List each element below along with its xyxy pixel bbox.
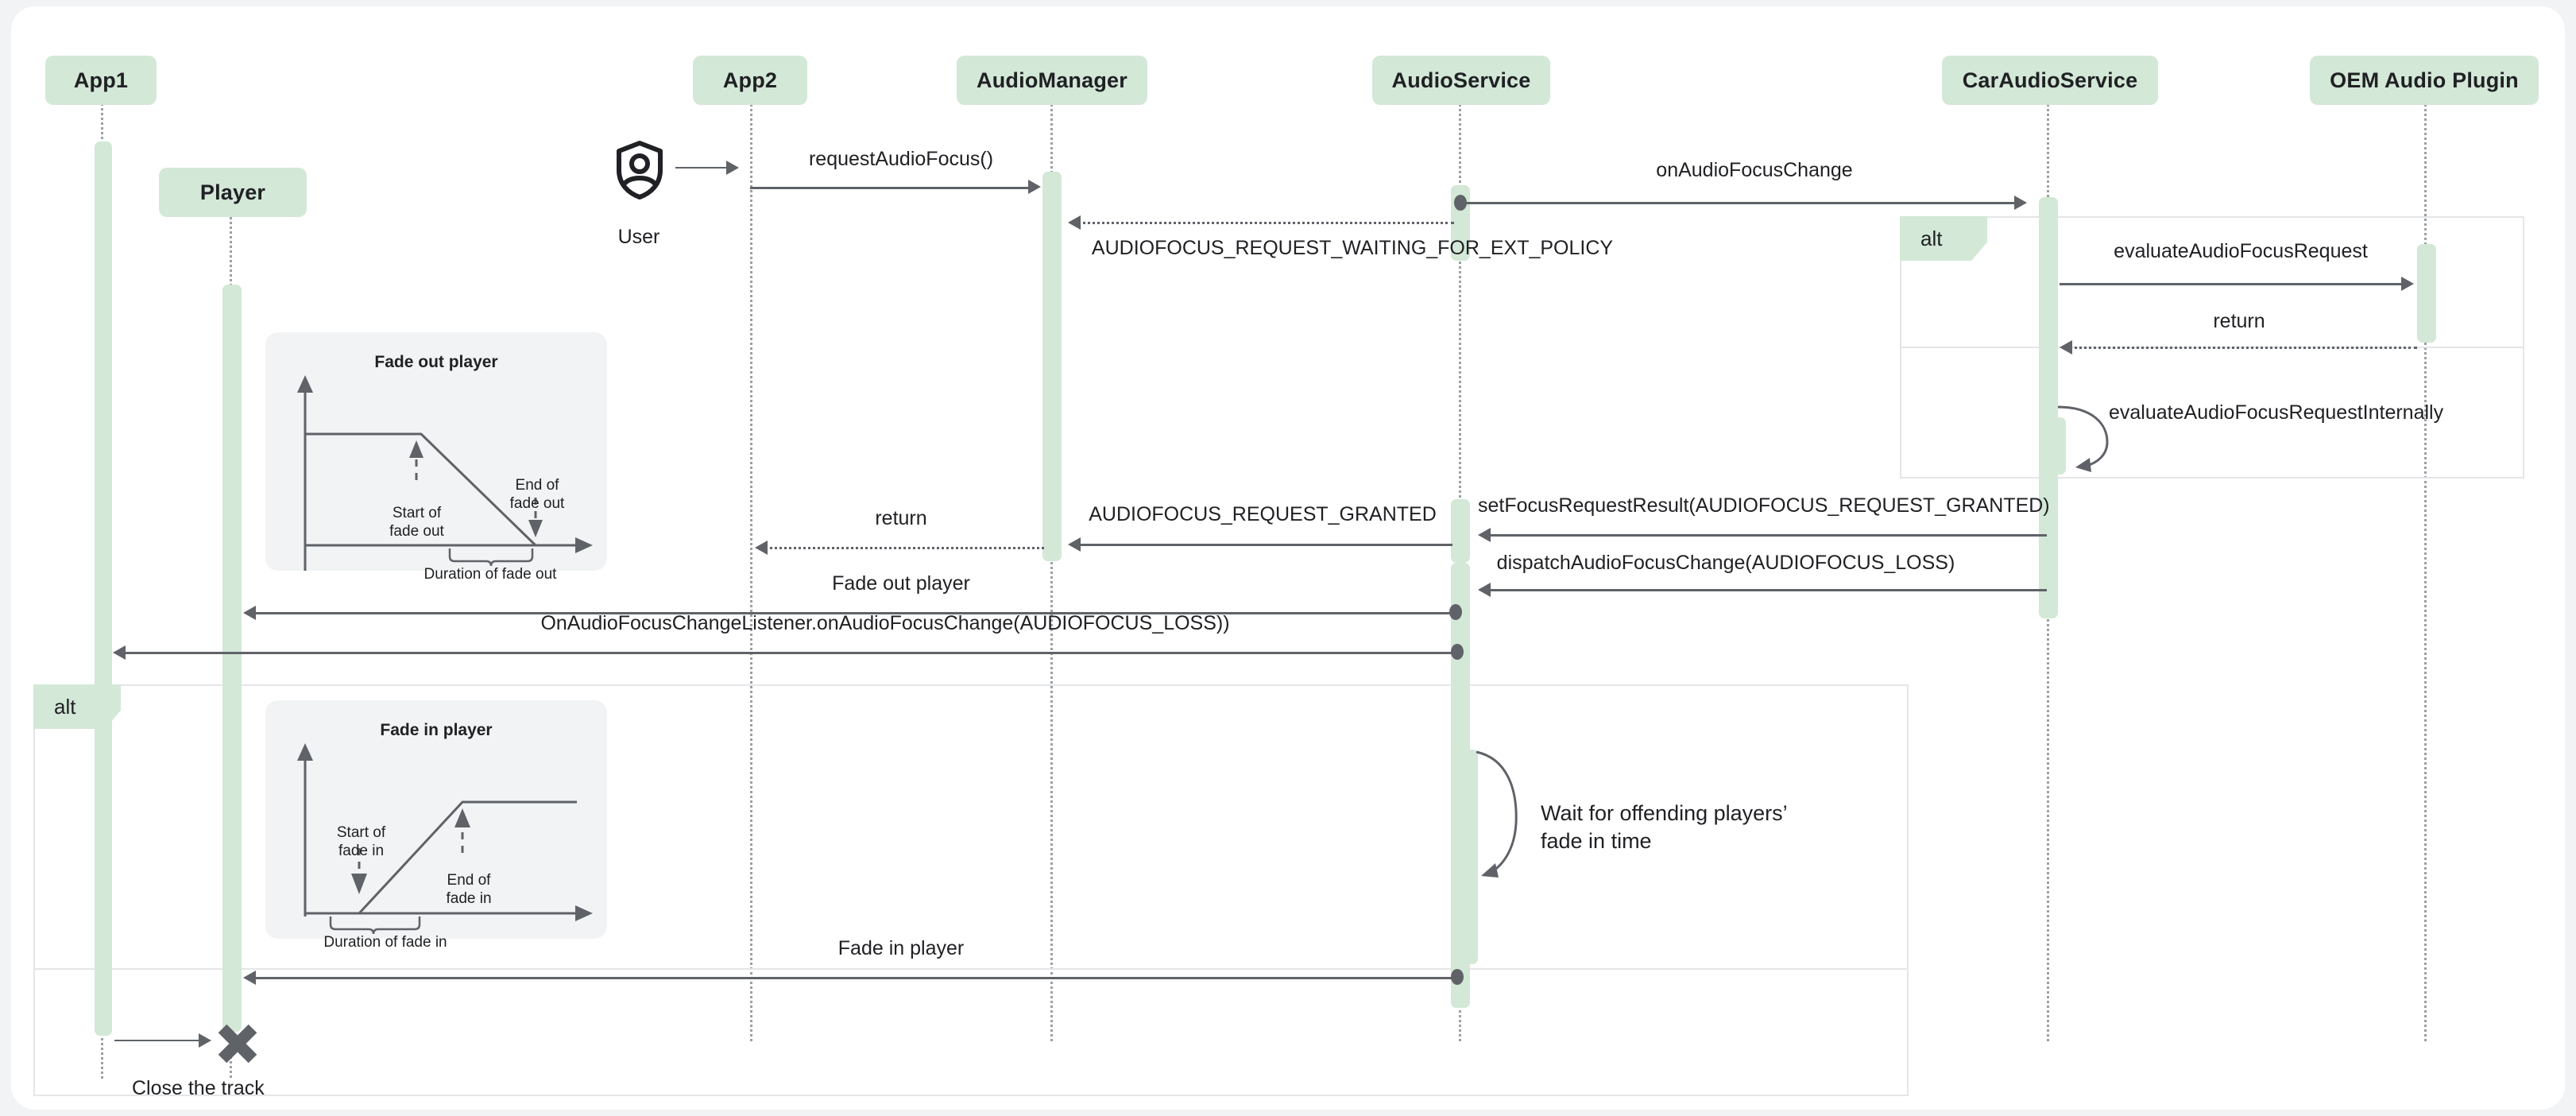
participant-app1[interactable]: App1 bbox=[45, 56, 157, 105]
activation-audioservice-2 bbox=[1451, 499, 1470, 563]
participant-caraudioservice[interactable]: CarAudioService bbox=[1942, 56, 2158, 105]
alt-left-divider bbox=[33, 968, 1909, 970]
msg-onaudiofocuschangelistener-line bbox=[122, 652, 1459, 654]
activation-player bbox=[222, 285, 242, 1032]
msg-evaluate-internally-label: evaluateAudioFocusRequestInternally bbox=[2109, 401, 2444, 424]
selfcall-wait-label: Wait for offending players’ fade in time bbox=[1541, 801, 1788, 854]
msg-return-oem-line bbox=[2069, 347, 2417, 349]
msg-fadeoutplayer-origin-dot bbox=[1449, 604, 1462, 620]
msg-fadeinplayer-arrowhead bbox=[243, 971, 256, 985]
activation-audiomanager bbox=[1042, 172, 1062, 561]
msg-fadeinplayer-label: Fade in player bbox=[837, 937, 965, 959]
lifeline-oemplugin bbox=[2424, 56, 2427, 1041]
msg-setfocusrequestresult-line bbox=[1489, 534, 2047, 537]
user-shield-icon bbox=[615, 140, 664, 200]
msg-user-to-app2-line bbox=[675, 167, 731, 169]
participant-player[interactable]: Player bbox=[159, 168, 307, 217]
msg-return-audiomanager-arrowhead bbox=[755, 541, 768, 555]
msg-setfocusrequestresult-arrowhead bbox=[1478, 528, 1491, 542]
note-fade-out-duration-label: Duration of fade out bbox=[424, 566, 557, 583]
activation-audioservice-4 bbox=[1459, 750, 1478, 964]
msg-requestaudiofocus-label: requestAudioFocus() bbox=[808, 148, 994, 170]
msg-onaudiofocuschange-arrowhead bbox=[2014, 196, 2027, 210]
msg-audiofocus-granted-arrowhead bbox=[1068, 537, 1081, 552]
msg-dispatchaudiofocuschange-label: dispatchAudioFocusChange(AUDIOFOCUS_LOSS… bbox=[1496, 552, 1955, 574]
msg-return-oem-arrowhead bbox=[2060, 340, 2072, 355]
msg-onaudiofocuschangelistener-label: OnAudioFocusChangeListener.onAudioFocusC… bbox=[540, 612, 1230, 634]
msg-requestaudiofocus-arrowhead bbox=[1028, 180, 1041, 194]
user-label: User bbox=[617, 226, 660, 248]
msg-waiting-ext-policy-line bbox=[1077, 222, 1454, 224]
note-fade-in-title: Fade in player bbox=[380, 721, 493, 739]
msg-onaudiofocuschange-line bbox=[1460, 202, 2017, 204]
msg-evaluateaudiofocusrequest-arrowhead bbox=[2401, 277, 2414, 291]
selfcall-wait-arrow bbox=[1472, 747, 1540, 884]
msg-fadeoutplayer-arrowhead bbox=[243, 606, 256, 620]
msg-closetrack-arrowhead bbox=[199, 1033, 211, 1048]
participant-oemplugin-label: OEM Audio Plugin bbox=[2330, 68, 2519, 92]
msg-requestaudiofocus-line bbox=[750, 187, 1030, 189]
participant-audiomanager-label: AudioManager bbox=[977, 68, 1127, 92]
participant-player-label: Player bbox=[199, 180, 266, 204]
msg-audiofocus-granted-label: AUDIOFOCUS_REQUEST_GRANTED bbox=[1089, 503, 1437, 525]
note-fade-out-end-label: End of fade out bbox=[509, 477, 565, 513]
participant-audioservice-label: AudioService bbox=[1391, 68, 1531, 92]
participant-audiomanager[interactable]: AudioManager bbox=[957, 56, 1147, 105]
msg-audiofocus-granted-line bbox=[1077, 544, 1452, 546]
msg-setfocusrequestresult-label: setFocusRequestResult(AUDIOFOCUS_REQUEST… bbox=[1478, 494, 2050, 517]
msg-waiting-ext-policy-label: AUDIOFOCUS_REQUEST_WAITING_FOR_EXT_POLIC… bbox=[1091, 237, 1614, 259]
msg-onaudiofocuschangelistener-arrowhead bbox=[113, 645, 126, 660]
msg-closetrack-line bbox=[114, 1040, 202, 1041]
msg-dispatchaudiofocuschange-line bbox=[1489, 589, 2047, 591]
msg-waiting-ext-policy-arrowhead bbox=[1068, 215, 1081, 230]
msg-return-audiomanager-label: return bbox=[875, 507, 927, 529]
msg-onaudiofocuschangelistener-origin-dot bbox=[1451, 644, 1464, 660]
msg-evaluateaudiofocusrequest-line bbox=[2060, 283, 2403, 285]
msg-evaluate-internally-selfarrow bbox=[2055, 402, 2142, 474]
participant-caraudioservice-label: CarAudioService bbox=[1962, 68, 2138, 92]
note-fade-in-player: Fade in player Start bbox=[265, 700, 607, 951]
msg-fadeinplayer-line bbox=[253, 977, 1456, 979]
participant-oemplugin[interactable]: OEM Audio Plugin bbox=[2310, 56, 2539, 105]
note-fade-out-player: Fade out player Star bbox=[265, 332, 607, 583]
note-fade-out-start-label: Start of fade out bbox=[389, 505, 444, 541]
msg-evaluateaudiofocusrequest-label: evaluateAudioFocusRequest bbox=[2114, 240, 2368, 262]
note-fade-in-end-label: End of fade in bbox=[446, 872, 492, 908]
msg-fadeoutplayer-line bbox=[253, 612, 1454, 614]
activation-oemplugin bbox=[2417, 244, 2436, 343]
participant-app1-label: App1 bbox=[73, 68, 129, 92]
activation-caraudioservice-self bbox=[2047, 417, 2066, 475]
participant-app2-label: App2 bbox=[722, 68, 778, 92]
alt-left-label: alt bbox=[54, 694, 76, 719]
msg-dispatchaudiofocuschange-arrowhead bbox=[1478, 583, 1491, 597]
msg-onaudiofocuschange-label: onAudioFocusChange bbox=[1656, 159, 1853, 181]
note-fade-in-duration-label: Duration of fade in bbox=[323, 934, 447, 951]
fade-in-chart bbox=[297, 743, 593, 935]
participant-audioservice[interactable]: AudioService bbox=[1372, 56, 1550, 105]
activation-caraudioservice bbox=[2039, 197, 2058, 618]
note-fade-out-title: Fade out player bbox=[374, 353, 498, 371]
msg-user-to-app2-arrowhead bbox=[726, 161, 739, 175]
diagram-canvas: alt alt App1 Player App2 AudioManager Au… bbox=[11, 6, 2565, 1110]
msg-fadeoutplayer-label: Fade out player bbox=[832, 572, 970, 595]
lifeline-app2 bbox=[750, 56, 752, 1041]
alt-right-tag[interactable]: alt bbox=[1900, 216, 1987, 261]
msg-return-oem-label: return bbox=[2213, 310, 2265, 332]
note-fade-in-start-label: Start of fade in bbox=[336, 824, 386, 860]
destroy-x-icon bbox=[216, 1022, 259, 1065]
fade-out-chart bbox=[297, 375, 593, 571]
alt-fragment-left bbox=[33, 684, 1909, 1096]
activation-app1 bbox=[95, 141, 112, 1036]
alt-right-label: alt bbox=[1920, 226, 1943, 250]
msg-closetrack-label: Close the track bbox=[132, 1077, 265, 1100]
msg-fadeinplayer-origin-dot bbox=[1451, 969, 1464, 985]
participant-app2[interactable]: App2 bbox=[693, 56, 807, 105]
msg-return-audiomanager-line bbox=[764, 547, 1044, 549]
